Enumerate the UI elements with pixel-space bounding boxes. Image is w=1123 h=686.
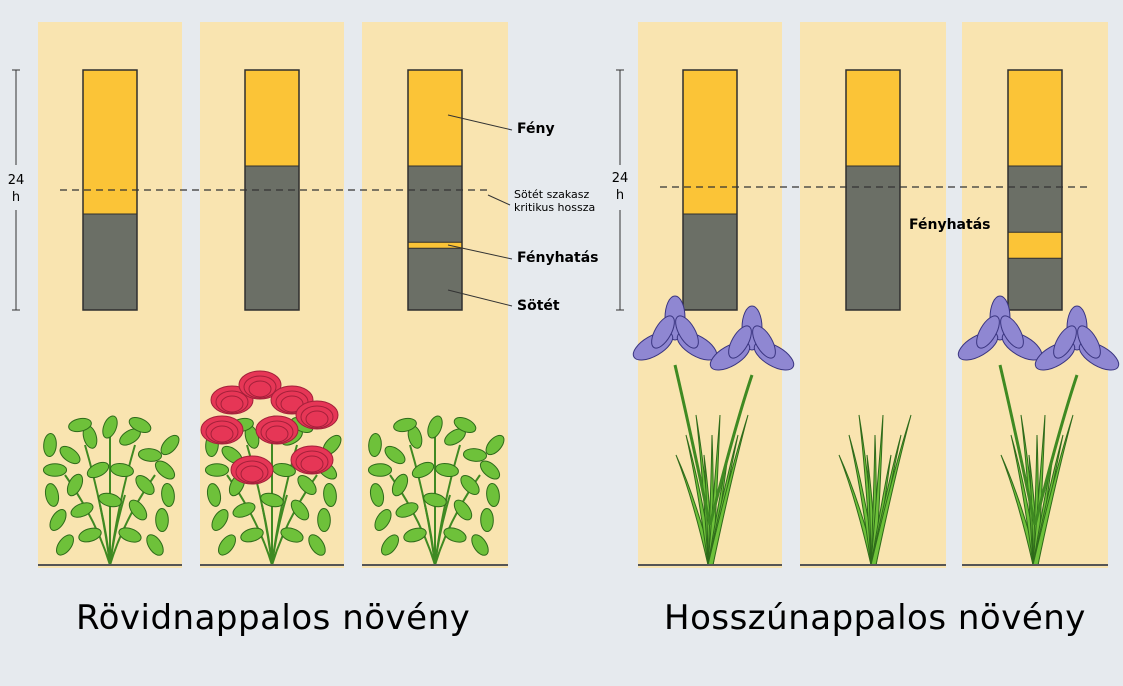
label-sotet-szakasz-line2: kritikus hossza [514,201,595,214]
leaf [368,464,391,477]
axis-h-text: h [4,189,28,206]
axis-24h-label-left: 24 h [4,172,28,206]
label-fenyhatas-left: Fényhatás [517,250,598,266]
axis-24-text: 24 [4,172,28,189]
flower [291,446,333,474]
label-sotet-szakasz-line1: Sötét szakasz [514,188,595,201]
dark-period [83,214,137,310]
flower [296,401,338,429]
flower [201,416,243,444]
leaf [480,508,493,531]
flower-petal [301,456,323,472]
flower [231,456,273,484]
light-period [83,70,137,214]
flower [256,416,298,444]
day-night-bar [846,70,900,310]
flower-petal [306,411,328,427]
flower-petal [249,381,271,397]
dark-period [683,214,737,310]
flower-petal [221,396,243,412]
label-fenyhatas-right: Fényhatás [909,217,990,233]
light-period [1008,70,1062,166]
dark-period [245,166,299,310]
flower-petal [211,426,233,442]
leaf [205,464,228,477]
leaf [317,508,330,531]
title-short-day: Rövidnappalos növény [76,598,470,638]
flower-petal [241,466,263,482]
light-flash [408,242,462,248]
light-period [408,70,462,166]
dark-period [408,166,462,310]
axis-24h-label-right: 24 h [608,170,632,204]
light-period [245,70,299,166]
flower-petal [266,426,288,442]
light-flash [1008,232,1062,258]
day-night-bar [1008,70,1062,310]
light-period [846,70,900,166]
leaf [155,508,168,531]
label-sotet: Sötét [517,298,560,314]
day-night-bar [683,70,737,310]
axis-h-text: h [608,187,632,204]
axis-24-text: 24 [608,170,632,187]
light-period [683,70,737,214]
leaf [43,464,66,477]
label-feny: Fény [517,121,555,137]
label-sotet-szakasz: Sötét szakasz kritikus hossza [514,188,595,214]
title-long-day: Hosszúnappalos növény [664,598,1086,638]
